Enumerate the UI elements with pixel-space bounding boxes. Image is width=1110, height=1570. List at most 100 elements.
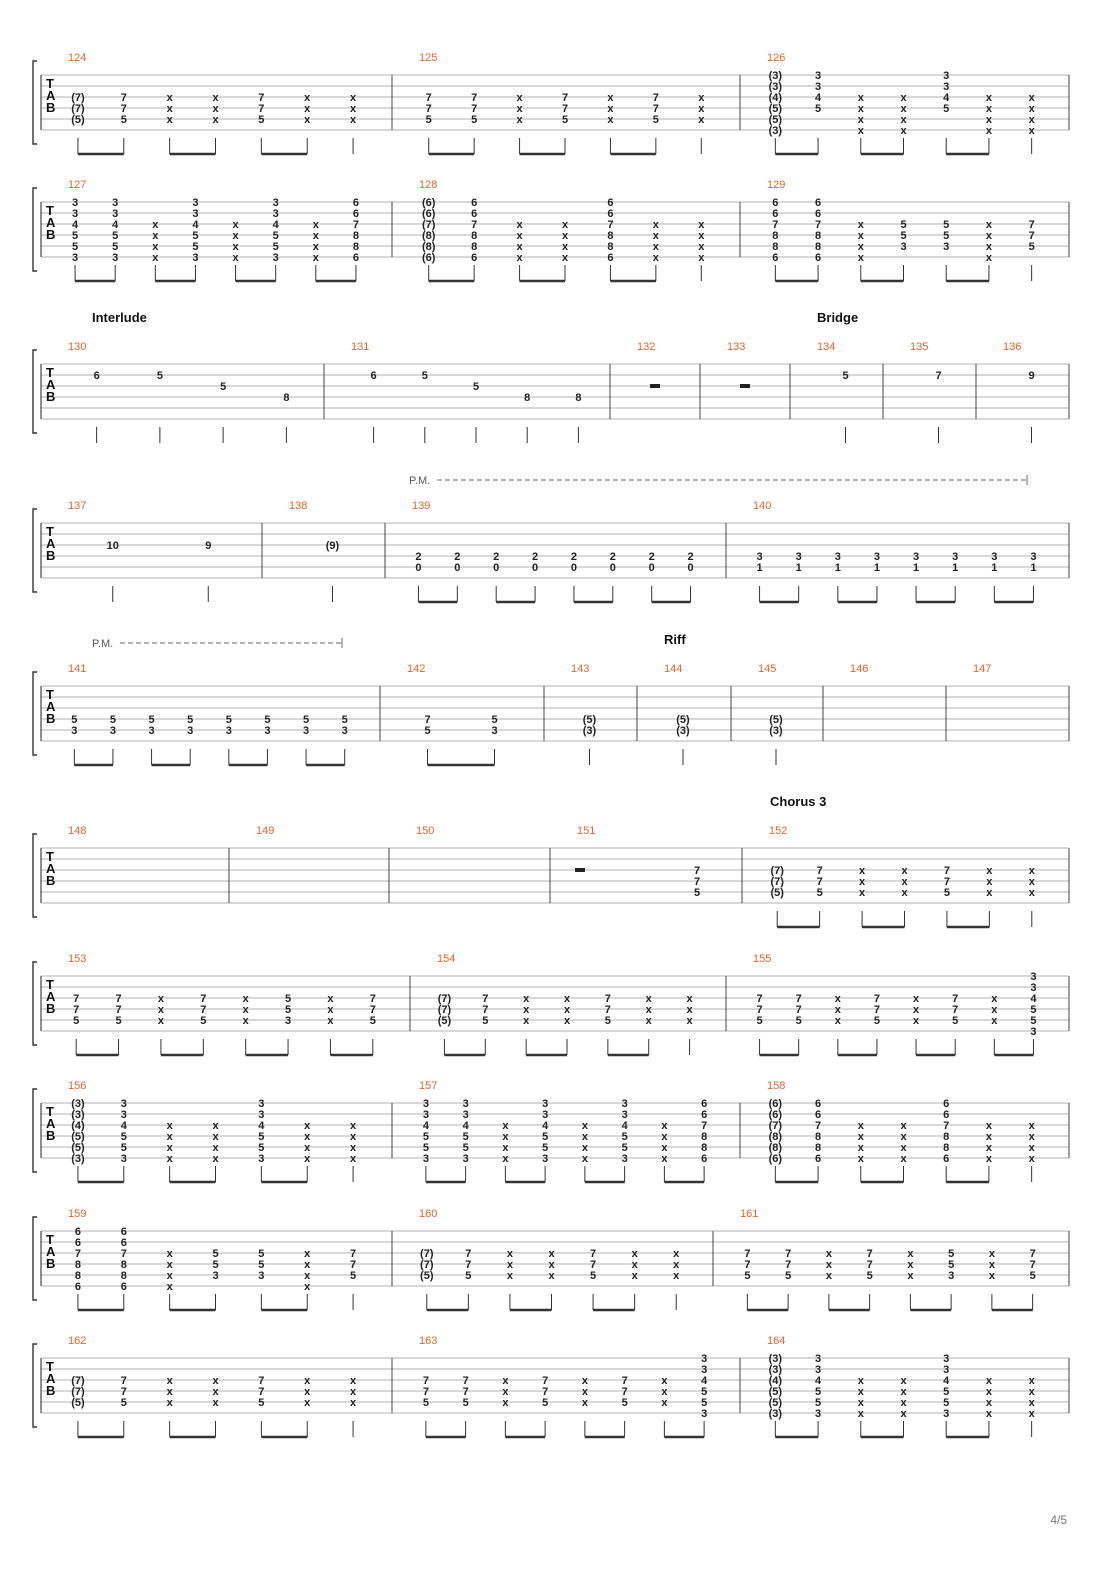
fret-number: x [523,993,530,1005]
fret-number: x [350,1131,357,1143]
fret-number: 3 [943,70,949,82]
palm-mute-label: P.M. [409,475,430,487]
fret-number: x [167,1153,174,1165]
fret-number: x [858,252,865,264]
fret-number: 7 [426,103,432,115]
fret-number: 5 [943,230,949,242]
fret-number: x [517,252,524,264]
fret-number: x [562,241,569,253]
fret-number: x [901,865,908,877]
fret-number: 7 [935,370,941,382]
fret-number: 7 [1030,1259,1036,1271]
section-label: Interlude [92,310,147,325]
fret-number: 5 [622,1397,628,1409]
bar-number: 135 [910,341,928,353]
fret-number: 5 [622,1131,628,1143]
fret-number: x [167,114,174,126]
fret-number: 6 [607,252,613,264]
fret-number: x [859,876,866,888]
fret-number: 7 [694,865,700,877]
fret-number: 3 [273,252,279,264]
tab-clef-letter: T [46,203,54,218]
fret-number: 5 [542,1142,548,1154]
fret-number: 2 [532,551,538,563]
fret-number: 3 [542,1153,548,1165]
fret-number: 5 [701,1397,707,1409]
fret-number: x [313,230,320,242]
tab-clef-letter: B [46,1256,55,1271]
fret-number: 3 [463,1098,469,1110]
fret-number: 4 [273,219,280,231]
fret-number: 6 [94,370,100,382]
fret-number: 5 [900,219,906,231]
bar-number: 142 [407,663,425,675]
fret-number: x [858,114,865,126]
fret-number: 3 [815,81,821,93]
tab-clef-letter: B [46,1001,55,1016]
fret-number: x [858,241,865,253]
fret-number: (5) [71,1397,85,1409]
fret-number: 7 [121,103,127,115]
fret-number: 3 [121,1109,127,1121]
fret-number: 7 [622,1375,628,1387]
fret-number: x [562,230,569,242]
fret-number: (3) [769,1353,783,1365]
tab-clef-letter: B [46,548,55,563]
fret-number: x [304,1386,311,1398]
fret-number: x [858,125,865,137]
fret-number: x [152,219,159,231]
fret-number: 7 [815,219,821,231]
bar-number: 152 [769,825,787,837]
fret-number: x [158,1004,165,1016]
fret-number: x [243,1004,250,1016]
fret-number: 5 [815,1397,821,1409]
fret-number: 7 [482,1004,488,1016]
fret-number: 8 [607,230,613,242]
fret-number: 8 [701,1131,707,1143]
fret-number: 5 [342,714,348,726]
tab-clef-letter: T [46,1232,54,1247]
fret-number: 3 [149,725,155,737]
fret-number: 8 [471,230,477,242]
fret-number: 7 [73,1004,79,1016]
fret-number: 5 [121,1397,127,1409]
fret-number: x [582,1153,589,1165]
fret-number: 5 [424,725,430,737]
system-bracket [32,187,37,272]
fret-number: 5 [785,1270,791,1282]
fret-number: 4 [72,219,79,231]
fret-number: x [661,1120,668,1132]
tab-clef-letter: B [46,873,55,888]
fret-number: 4 [121,1120,128,1132]
fret-number: x [1029,1153,1036,1165]
fret-number: 5 [694,887,700,899]
fret-number: 3 [72,197,78,209]
system-bracket [32,508,37,593]
fret-number: 5 [948,1248,954,1260]
fret-number: x [1029,103,1036,115]
fret-number: 6 [815,208,821,220]
fret-number: x [167,1259,174,1271]
bar-number: 128 [419,179,437,191]
tab-clef-letter: B [46,1128,55,1143]
fret-number: 3 [943,81,949,93]
fret-number: x [661,1131,668,1143]
fret-number: 5 [473,381,479,393]
fret-number: 8 [575,392,581,404]
fret-number: 3 [226,725,232,737]
fret-number: x [517,230,524,242]
fret-number: 7 [423,1386,429,1398]
tab-clef-letter: A [46,1244,56,1259]
bar-number: 134 [817,341,835,353]
fret-number: x [986,92,993,104]
fret-number: (4) [71,1120,85,1132]
fret-number: 5 [1030,1004,1036,1016]
bar-number: 164 [767,1335,785,1347]
fret-number: x [1029,125,1036,137]
fret-number: 7 [423,1375,429,1387]
bar-number: 139 [412,500,430,512]
fret-number: x [661,1397,668,1409]
fret-number: 3 [303,725,309,737]
tab-clef-letter: T [46,76,54,91]
fret-number: 5 [1029,241,1035,253]
